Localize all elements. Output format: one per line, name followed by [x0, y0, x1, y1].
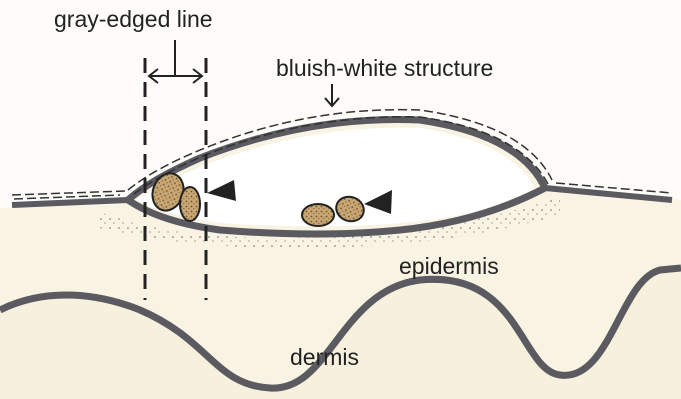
- label-gray-edged-line: gray-edged line: [54, 6, 213, 33]
- label-dermis: dermis: [290, 344, 359, 371]
- label-bluish-white-structure: bluish-white structure: [276, 55, 493, 82]
- label-epidermis: epidermis: [399, 253, 499, 280]
